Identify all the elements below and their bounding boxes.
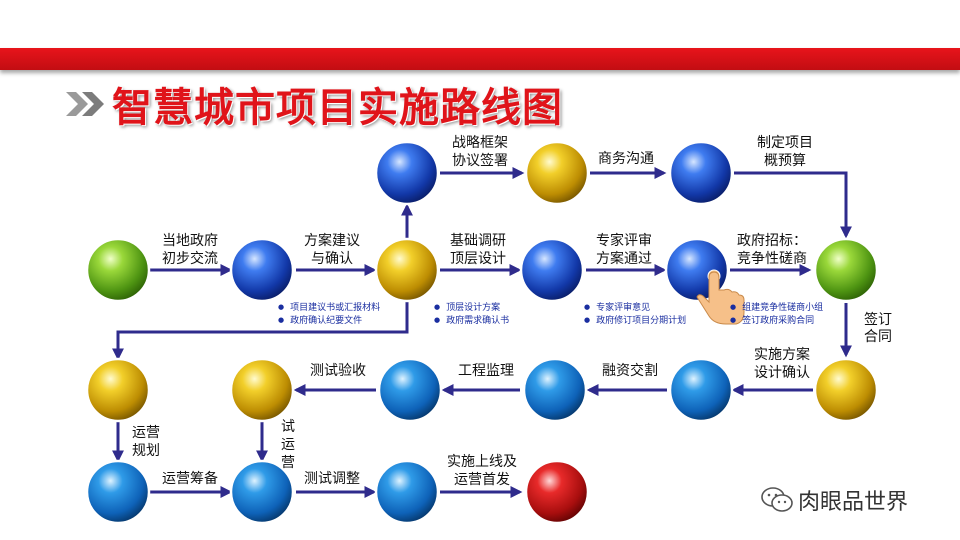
label-line: 运营: [132, 425, 160, 441]
step-label: 实施方案 设计确认: [742, 346, 822, 382]
step-label: 运营 规划: [126, 424, 166, 460]
node-expert-review: [519, 237, 585, 303]
node-framework: [374, 140, 440, 206]
label-char: 营: [281, 455, 295, 471]
deliverable-item: 组建竞争性磋商小组: [730, 301, 823, 314]
node-ops-prep: [85, 459, 151, 525]
label-char: 试: [281, 419, 295, 435]
label-char: 合: [864, 329, 878, 345]
step-label: 工程监理: [446, 362, 526, 380]
node-research: [374, 237, 440, 303]
node-proposal: [229, 237, 295, 303]
label-line: 运营首发: [454, 472, 510, 488]
label-line: 概预算: [764, 153, 806, 169]
node-acceptance: [377, 357, 443, 423]
label-line: 方案建议: [304, 233, 360, 249]
label-line: 规划: [132, 443, 160, 459]
label-line: 与确认: [311, 251, 353, 267]
deliverable-item: 签订政府采购合同: [730, 314, 823, 327]
label-char: 签: [864, 312, 878, 328]
label-line: 竞争性磋商: [737, 251, 807, 267]
label-line: 实施上线及: [447, 454, 517, 470]
step-label: 测试验收: [298, 362, 378, 380]
deliverables-list: 专家评审意见 政府修订项目分期计划: [584, 301, 686, 327]
deliverables-list: 组建竞争性磋商小组 签订政府采购合同: [730, 301, 823, 327]
arrow: [734, 171, 852, 239]
step-label: 专家评审 方案通过: [584, 232, 664, 268]
step-label: 实施上线及 运营首发: [436, 453, 528, 489]
deliverables-list: 顶层设计方案 政府需求确认书: [434, 301, 509, 327]
step-label: 基础调研 顶层设计: [438, 232, 518, 268]
label-line: 运营筹备: [162, 471, 218, 487]
node-budget: [668, 140, 734, 206]
label-line: 基础调研: [450, 233, 506, 249]
node-trial-run: [229, 357, 295, 423]
deliverable-item: 项目建议书或汇报材料: [278, 301, 380, 314]
label-line: 专家评审: [596, 233, 652, 249]
arrow: [112, 300, 409, 361]
step-label: 战略框架 协议签署: [440, 134, 520, 170]
label-line: 融资交割: [602, 363, 658, 379]
step-nodes: [85, 140, 879, 525]
label-char: 订: [878, 312, 892, 328]
label-line: 工程监理: [458, 363, 514, 379]
label-line: 顶层设计: [450, 251, 506, 267]
node-tuning: [229, 459, 295, 525]
step-label: 政府招标： 竞争性磋商: [724, 232, 820, 268]
node-supervision: [522, 357, 588, 423]
label-line: 政府招标：: [737, 233, 807, 249]
label-line: 战略框架: [452, 135, 508, 151]
step-label: 制定项目 概预算: [745, 134, 825, 170]
label-line: 当地政府: [162, 233, 218, 249]
step-label: 运营筹备: [150, 470, 230, 488]
label-line: 初步交流: [162, 251, 218, 267]
step-label: 试 运 营: [281, 418, 299, 472]
step-label: 测试调整: [292, 470, 372, 488]
node-start: [85, 237, 151, 303]
label-line: 制定项目: [757, 135, 813, 151]
label-char: 同: [878, 329, 892, 345]
step-label: 签订 合同: [858, 312, 898, 346]
deliverable-item: 专家评审意见: [584, 301, 686, 314]
step-label: 方案建议 与确认: [292, 232, 372, 268]
label-line: 实施方案: [754, 347, 810, 363]
label-line: 测试调整: [304, 471, 360, 487]
label-line: 设计确认: [754, 365, 810, 381]
deliverable-item: 政府修订项目分期计划: [584, 314, 686, 327]
node-end: [524, 459, 590, 525]
label-char: 运: [281, 437, 295, 453]
watermark: 肉眼品世界: [760, 484, 908, 516]
node-business: [524, 140, 590, 206]
node-financing: [668, 357, 734, 423]
label-line: 商务沟通: [598, 151, 654, 167]
connector-arrows: [112, 167, 852, 498]
deliverable-item: 顶层设计方案: [434, 301, 509, 314]
page-title: 智慧城市项目实施路线图: [112, 85, 563, 131]
deliverable-item: 政府需求确认书: [434, 314, 509, 327]
title-block: 智慧城市项目实施路线图: [64, 80, 563, 131]
node-contract: [813, 237, 879, 303]
node-ops-plan: [85, 357, 151, 423]
node-design-confirm: [813, 357, 879, 423]
step-label: 融资交割: [590, 362, 670, 380]
deliverable-item: 政府确认纪要文件: [278, 314, 380, 327]
top-red-bar: [0, 48, 960, 70]
watermark-text: 肉眼品世界: [798, 490, 909, 515]
step-label: 当地政府 初步交流: [150, 232, 230, 268]
label-line: 协议签署: [452, 153, 508, 169]
wechat-icon: [761, 487, 793, 512]
label-line: 测试验收: [310, 363, 366, 379]
label-line: 方案通过: [596, 251, 652, 267]
step-label: 商务沟通: [586, 150, 666, 168]
double-chevron-icon: [66, 92, 104, 116]
deliverables-list: 项目建议书或汇报材料 政府确认纪要文件: [278, 301, 380, 327]
node-launch: [374, 459, 440, 525]
